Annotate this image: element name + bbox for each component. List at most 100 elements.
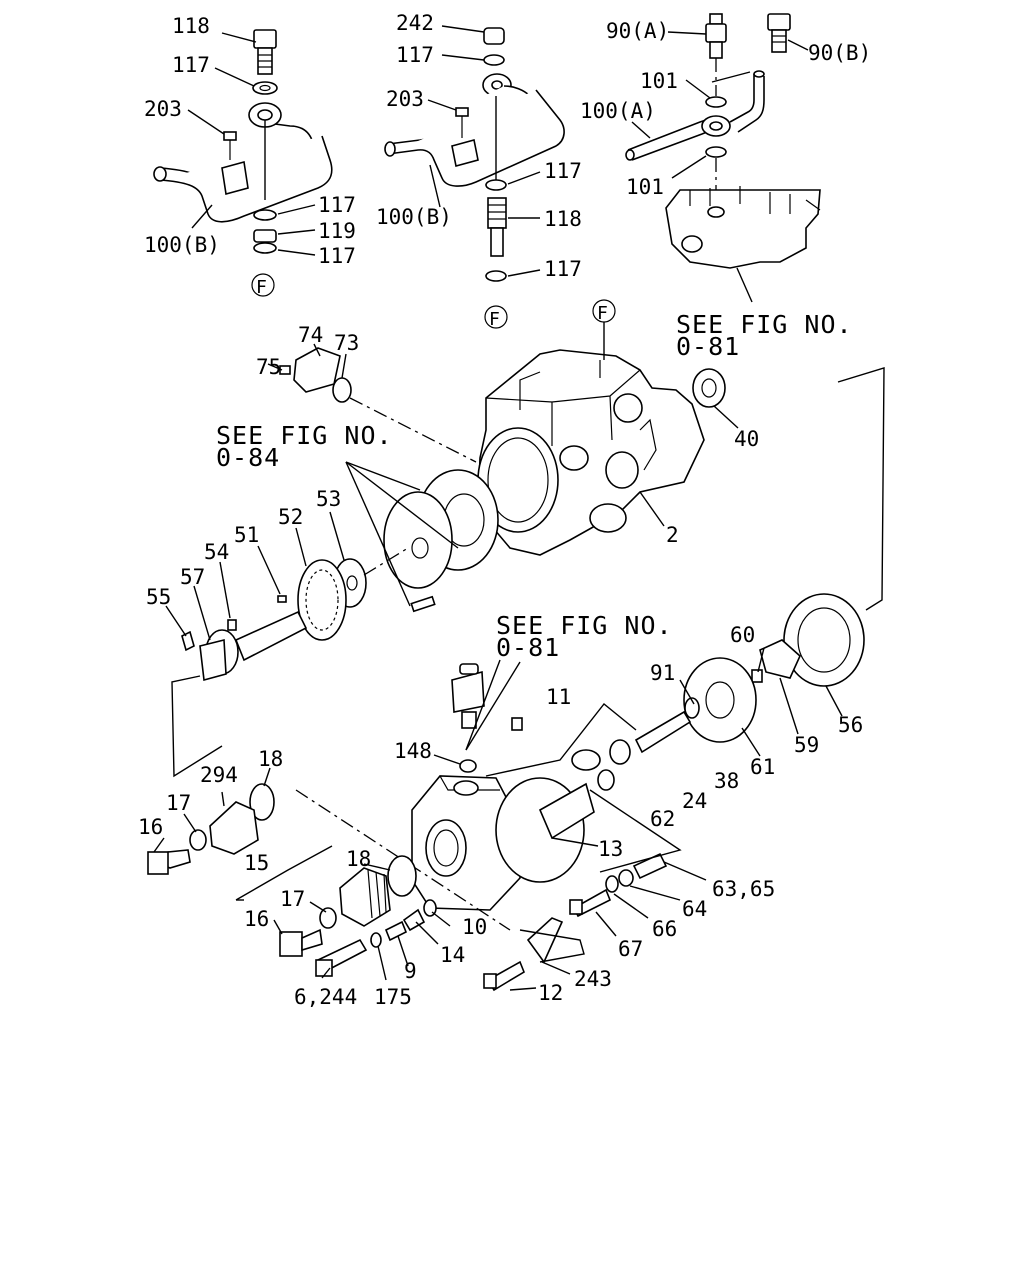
clip-55 — [181, 630, 195, 652]
callout-294: 294 — [200, 763, 238, 787]
clamp-left — [221, 160, 249, 196]
washer-117-left-bottom — [253, 242, 277, 254]
washer-62 — [597, 769, 615, 791]
callout-101-bottom: 101 — [626, 175, 664, 199]
callout-175: 175 — [374, 985, 412, 1009]
washer-117-mid — [485, 179, 507, 191]
callout-117-left-bottom: 117 — [318, 244, 356, 268]
bolt-90b — [767, 13, 791, 53]
washer-14 — [402, 908, 426, 932]
callout-55: 55 — [146, 585, 171, 609]
callout-73: 73 — [334, 331, 359, 355]
bolt-203-left — [223, 131, 237, 141]
washer-91 — [684, 697, 700, 719]
pipe-assembly-right — [625, 13, 821, 303]
lever-assembly — [538, 782, 595, 840]
bearing-40 — [692, 368, 726, 408]
nut-64 — [618, 869, 634, 887]
spring-9 — [384, 920, 408, 942]
callout-61: 61 — [750, 755, 775, 779]
banjo-bolt-118-mid — [487, 197, 507, 257]
callout-74: 74 — [298, 323, 323, 347]
lower-left-parts — [147, 767, 451, 981]
washer-66 — [605, 875, 619, 893]
callout-60: 60 — [730, 623, 755, 647]
bolt-16-head-top — [147, 851, 169, 875]
washer-101-bottom — [705, 146, 727, 158]
callout-101-top: 101 — [640, 69, 678, 93]
callout-242: 242 — [396, 11, 434, 35]
callout-12: 12 — [538, 981, 563, 1005]
drive-shaft — [234, 610, 308, 662]
washer-117-mid-top — [483, 54, 505, 66]
see-fig-top: SEE FIG NO. — [676, 310, 853, 339]
spring-60 — [751, 669, 763, 683]
fig-number-081-top: 0-81 — [676, 332, 740, 361]
reference-circle-f-left — [251, 273, 275, 297]
callout-91: 91 — [650, 661, 675, 685]
see-fig-left: SEE FIG NO. — [216, 421, 393, 450]
callout-14: 14 — [440, 943, 465, 967]
callout-90a: 90(A) — [606, 19, 669, 43]
banjo-bolt-118-left — [253, 29, 277, 75]
ring-56 — [783, 593, 865, 687]
callout-117-left-top: 117 — [172, 53, 210, 77]
o-ring-73 — [332, 377, 352, 403]
callout-labels: 118 117 203 117 119 117 100(B) F 242 117… — [138, 11, 871, 1009]
callout-9: 9 — [404, 959, 417, 983]
callout-f-housing: F — [597, 303, 608, 324]
port-148 — [453, 780, 479, 796]
washer-148 — [459, 759, 477, 773]
callout-f-left: F — [256, 277, 267, 298]
callout-119: 119 — [318, 219, 356, 243]
callout-117-mid: 117 — [544, 159, 582, 183]
callout-117-left-mid: 117 — [318, 193, 356, 217]
callout-2: 2 — [666, 523, 679, 547]
callout-11: 11 — [546, 685, 571, 709]
cover-plate-assembly — [267, 343, 477, 463]
pump-housing — [477, 299, 739, 556]
cam-plate-61 — [683, 657, 757, 743]
callout-118-mid: 118 — [544, 207, 582, 231]
callout-15: 15 — [244, 851, 269, 875]
pipe-assembly-left — [153, 29, 333, 297]
pipe-assembly-middle — [384, 25, 565, 329]
o-ring-18-bottom — [387, 855, 417, 897]
callout-6-244: 6,244 — [294, 985, 357, 1009]
key-54 — [227, 619, 237, 631]
callout-66: 66 — [652, 917, 677, 941]
seal-24 — [571, 749, 601, 771]
callout-54: 54 — [204, 540, 229, 564]
fig-number-084: 0-84 — [216, 443, 280, 472]
callout-40: 40 — [734, 427, 759, 451]
callout-90b: 90(B) — [808, 41, 871, 65]
callout-24: 24 — [682, 789, 707, 813]
callout-62: 62 — [650, 807, 675, 831]
callout-64: 64 — [682, 897, 707, 921]
pump-head — [665, 189, 821, 269]
washer-175 — [370, 932, 382, 948]
callout-13: 13 — [598, 837, 623, 861]
callout-16-top: 16 — [138, 815, 163, 839]
washer-101-top — [705, 96, 727, 108]
callout-17-bottom: 17 — [280, 887, 305, 911]
bolt-16-bottom — [279, 931, 303, 957]
key-51 — [277, 595, 287, 603]
solenoid — [451, 663, 485, 729]
callout-57: 57 — [180, 565, 205, 589]
fig-number-081-mid: 0-81 — [496, 633, 560, 662]
screw-solenoid — [511, 717, 523, 731]
callout-f-mid: F — [489, 309, 500, 330]
clamp-mid — [451, 139, 479, 167]
washer-117-mid-bottom — [485, 270, 507, 282]
ring-38 — [609, 739, 631, 765]
shaft-11 — [634, 710, 692, 754]
washer-117-left-top — [252, 81, 278, 95]
bolt-75 — [279, 365, 291, 375]
cam-ring-assembly — [634, 367, 885, 757]
reference-circle-f-mid — [484, 305, 508, 329]
screw-plug-294 — [209, 801, 259, 855]
callout-117-mid-bottom: 117 — [544, 257, 582, 281]
roller-59 — [759, 639, 801, 679]
